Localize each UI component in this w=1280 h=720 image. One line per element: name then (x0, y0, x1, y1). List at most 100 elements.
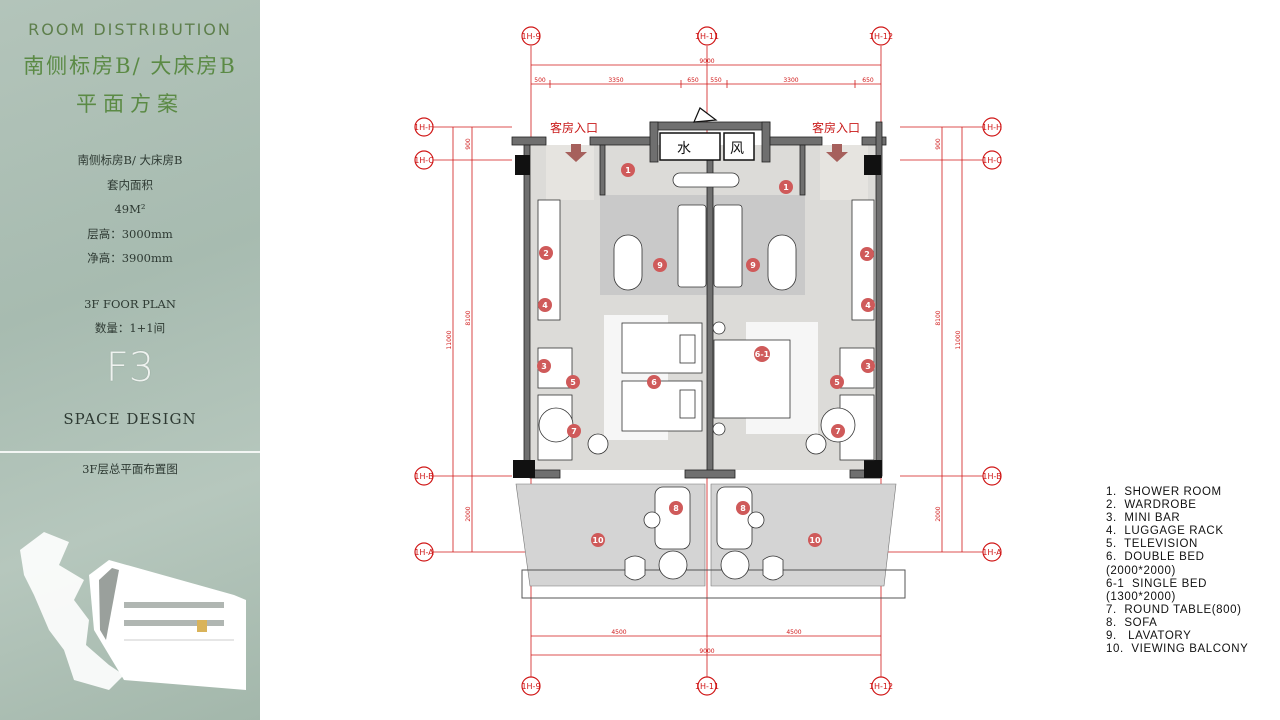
dim-label: 11000 (446, 330, 453, 349)
grid-label: 1H-H (414, 123, 434, 132)
marker-round-table: 7 (831, 424, 845, 438)
grid-label: 1H-C (414, 156, 434, 165)
legend-item: 9. LAVATORY (1106, 630, 1192, 643)
legend-item: 10. VIEWING BALCONY (1106, 643, 1249, 656)
svg-text:4: 4 (542, 301, 548, 310)
entry-arrow-icon (565, 144, 587, 162)
legend-item: 7. ROUND TABLE(800) (1106, 603, 1242, 616)
svg-text:3: 3 (541, 362, 547, 371)
dim-label: 500 (534, 77, 546, 84)
legend-item: (1300*2000) (1106, 590, 1176, 603)
marker-single-bed: 6-1 (754, 346, 770, 362)
marker-shower-room: 1 (621, 163, 635, 177)
title-chinese: 南侧标房B/ 大床房B (23, 54, 237, 78)
legend-item: (2000*2000) (1106, 564, 1176, 577)
entry-label-left: 客房入口 (550, 120, 598, 135)
marker-double-bed: 6 (647, 375, 661, 389)
grid-label: 1H-B (982, 472, 1001, 481)
dim-label: 4500 (786, 629, 801, 636)
svg-text:1: 1 (783, 183, 789, 192)
legend-item: 1. SHOWER ROOM (1106, 486, 1222, 498)
marker-television: 5 (830, 375, 844, 389)
grid-label: 1H-12 (869, 32, 893, 41)
svg-text:5: 5 (570, 378, 576, 387)
legend-item: 5. TELEVISION (1106, 538, 1198, 551)
dim-label: 8100 (465, 310, 472, 325)
water-shaft-label: 水 (677, 141, 691, 157)
svg-text:3: 3 (865, 362, 871, 371)
marker-lavatory: 9 (746, 258, 760, 272)
grid-label: 1H-11 (695, 682, 719, 691)
legend-item: 8. SOFA (1106, 616, 1158, 629)
grid-label: 1H-12 (869, 682, 893, 691)
marker-mini-bar: 3 (861, 359, 875, 373)
svg-text:10: 10 (809, 536, 821, 545)
legend: 1. SHOWER ROOM 2. WARDROBE 3. MINI BAR 4… (1106, 486, 1248, 656)
marker-sofa: 8 (669, 501, 683, 515)
legend-item: 6. DOUBLE BED (1106, 551, 1205, 564)
svg-text:7: 7 (835, 427, 841, 436)
marker-round-table: 7 (567, 424, 581, 438)
dim-label: 550 (710, 77, 722, 84)
overall-floor-minimap (20, 532, 246, 690)
marker-luggage-rack: 4 (861, 298, 875, 312)
divider (0, 451, 260, 453)
title-chinese-sub: 平面方案 (76, 92, 184, 116)
grid-label: 1H-A (414, 548, 434, 557)
area-label: 套内面积 (107, 178, 153, 192)
grid-label: 1H-9 (521, 32, 540, 41)
grid-label: 1H-H (982, 123, 1002, 132)
entry-label-right: 客房入口 (812, 120, 860, 135)
door-swing (693, 107, 718, 123)
marker-shower-room: 1 (779, 180, 793, 194)
dim-label: 4500 (611, 629, 626, 636)
floor-height: 层高：3000mm (87, 227, 173, 241)
dim-label: 8100 (935, 310, 942, 325)
grid-label: 1H-C (982, 156, 1002, 165)
svg-text:2: 2 (864, 250, 870, 259)
entry-arrow-icon (826, 144, 848, 162)
dim-label: 650 (687, 77, 699, 84)
quantity: 数量：1+1间 (94, 321, 166, 335)
dim-label: 11000 (955, 330, 962, 349)
marker-viewing-balcony: 10 (591, 533, 605, 547)
dim-label: 2000 (935, 506, 942, 521)
plan-label: 3F FOOR PLAN (84, 297, 176, 311)
marker-mini-bar: 3 (537, 359, 551, 373)
svg-text:8: 8 (740, 504, 746, 513)
svg-text:1: 1 (625, 166, 631, 175)
dim-label: 650 (862, 77, 874, 84)
grid-label: 1H-9 (521, 682, 540, 691)
svg-text:10: 10 (592, 536, 604, 545)
legend-item: 3. MINI BAR (1106, 512, 1181, 525)
marker-lavatory: 9 (653, 258, 667, 272)
floor-code: F3 (105, 345, 155, 391)
svg-text:9: 9 (657, 261, 663, 270)
sidebar: ROOM DISTRIBUTION 南侧标房B/ 大床房B 平面方案 南侧标房B… (0, 0, 260, 720)
svg-text:7: 7 (571, 427, 577, 436)
dim-label: 900 (465, 138, 472, 150)
svg-text:6-1: 6-1 (755, 350, 770, 359)
legend-item: 6-1 SINGLE BED (1106, 577, 1208, 590)
grid-label: 1H-B (414, 472, 433, 481)
legend-item: 2. WARDROBE (1106, 499, 1197, 512)
overall-plan-label: 3F层总平面布置图 (82, 462, 178, 476)
room-name: 南侧标房B/ 大床房B (77, 153, 183, 167)
wind-shaft-label: 风 (730, 141, 744, 157)
svg-text:6: 6 (651, 378, 657, 387)
dim-label: 9000 (699, 58, 714, 65)
dim-label: 3350 (608, 77, 623, 84)
svg-text:4: 4 (865, 301, 871, 310)
marker-sofa: 8 (736, 501, 750, 515)
svg-text:8: 8 (673, 504, 679, 513)
marker-wardrobe: 2 (860, 247, 874, 261)
marker-television: 5 (566, 375, 580, 389)
svg-text:5: 5 (834, 378, 840, 387)
marker-luggage-rack: 4 (538, 298, 552, 312)
clear-height: 净高：3900mm (87, 251, 173, 265)
dim-label: 900 (935, 138, 942, 150)
area-value: 49M² (114, 202, 146, 216)
marker-wardrobe: 2 (539, 246, 553, 260)
dim-label: 3300 (783, 77, 798, 84)
